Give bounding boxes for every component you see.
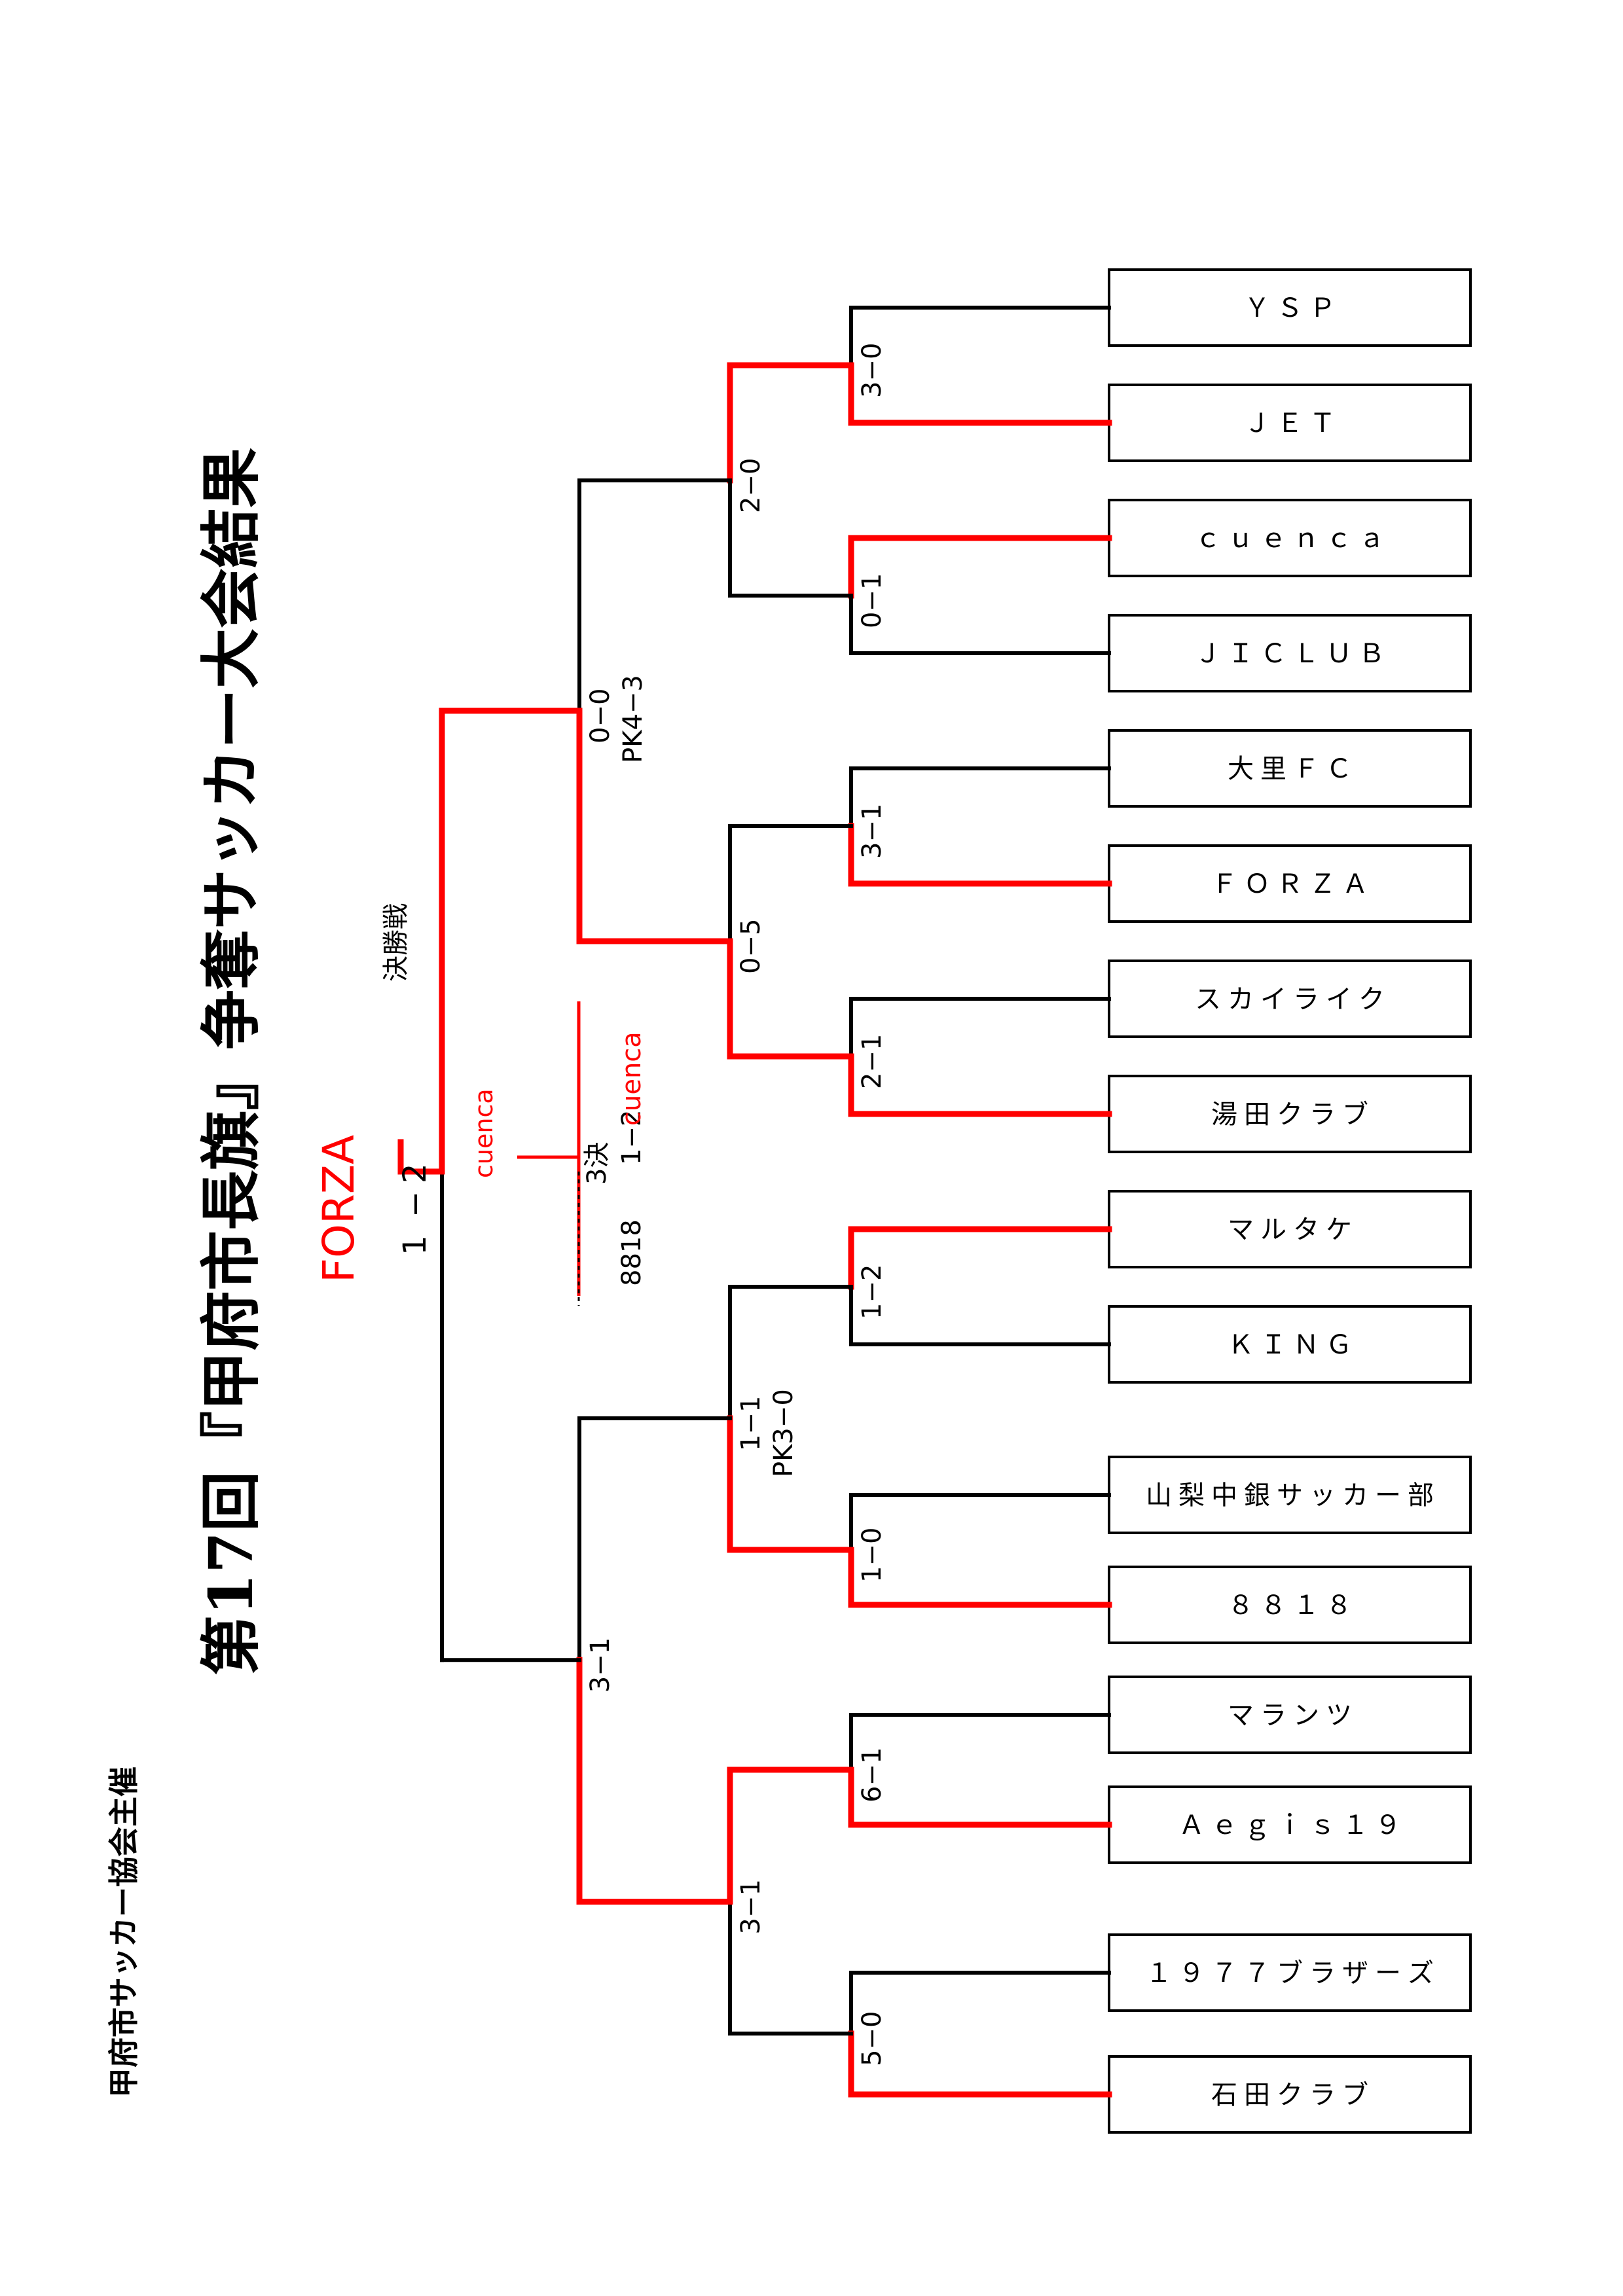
r1-score: 0−1 — [857, 573, 887, 628]
team-box — [1108, 729, 1472, 808]
quarter-score: 1−1 — [736, 1396, 766, 1451]
team-name: マルタケ — [1228, 1215, 1352, 1245]
quarter-score: 2−0 — [736, 458, 766, 513]
third-place-left-team: 8818 — [617, 1219, 647, 1286]
quarter-score: 0−5 — [736, 919, 766, 974]
team-name: 石田クラブ — [1211, 2080, 1368, 2110]
third-place-winner: cuenca — [617, 1031, 647, 1126]
final-score-left: 1 — [397, 1235, 433, 1255]
team-name: 湯田クラブ — [1211, 1100, 1368, 1130]
team-box — [1108, 614, 1472, 692]
r1-score: 6−1 — [857, 1748, 887, 1803]
third-place-label: 3決 — [582, 1142, 612, 1185]
semi-score: 0−0 — [585, 689, 615, 744]
team-box — [1108, 268, 1472, 347]
team-box — [1108, 384, 1472, 462]
team-box — [1108, 499, 1472, 577]
final-side-team: cuenca — [469, 1088, 498, 1178]
team-name: 山梨中銀サッカー部 — [1146, 1480, 1434, 1511]
team-box — [1108, 1305, 1472, 1384]
r1-score: 5−0 — [857, 2011, 887, 2066]
semi-score: 3−1 — [585, 1638, 615, 1693]
final-score-right: 2 — [397, 1163, 433, 1183]
team-box — [1108, 1566, 1472, 1644]
third-place-score: 1−2 — [617, 1110, 647, 1165]
team-name: スカイライク — [1195, 984, 1385, 1014]
team-box — [1108, 844, 1472, 923]
r1-score: 1−0 — [857, 1528, 887, 1583]
r1-score: 3−0 — [857, 343, 887, 398]
r1-score: 3−1 — [857, 804, 887, 859]
bracket-lines — [397, 306, 1112, 2098]
quarter-score: 3−1 — [736, 1879, 766, 1934]
semi-pk: PK4−3 — [618, 675, 648, 763]
final-label: 決勝戦 — [381, 903, 411, 982]
final-score-dash: − — [397, 1191, 433, 1217]
quarter-pk: PK3−0 — [769, 1389, 799, 1477]
organizer-text: 甲府市サッカー協会主催 — [106, 1767, 141, 2098]
team-box — [1108, 960, 1472, 1038]
r1-score: 1−2 — [857, 1265, 887, 1319]
champion-name: FORZA — [314, 1135, 364, 1283]
team-box — [1108, 2055, 1472, 2134]
page-title: 第17回『甲府市長旗』争奪サッカー大会結果 — [196, 448, 266, 1676]
team-name: マランツ — [1228, 1700, 1352, 1731]
team-box — [1108, 1785, 1472, 1864]
team-box — [1108, 1456, 1472, 1534]
team-box — [1108, 1075, 1472, 1153]
team-box — [1108, 1676, 1472, 1754]
team-box — [1108, 1190, 1472, 1268]
r1-score: 2−1 — [857, 1034, 887, 1089]
